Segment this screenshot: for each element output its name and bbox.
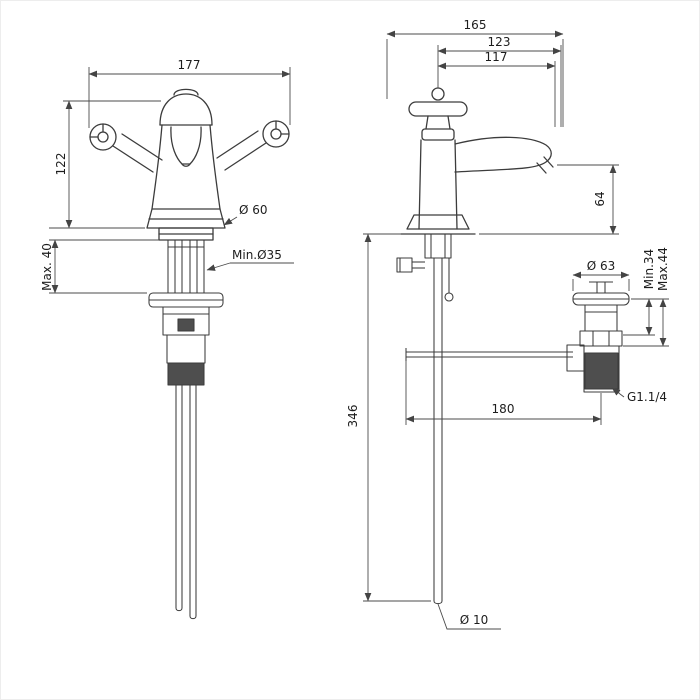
hose-drop-label: 346 <box>346 405 360 428</box>
front-dimension-lines <box>49 67 294 294</box>
front-faucet-drawing <box>89 88 290 241</box>
front-max-deck-label: Max. 40 <box>40 243 54 291</box>
side-spout-depth-label: 123 <box>488 35 511 49</box>
side-under-deck-drawing <box>396 233 573 605</box>
front-width-label: 177 <box>178 58 201 72</box>
waste-assembly-drawing <box>566 281 630 393</box>
left-handle-icon <box>89 123 163 173</box>
side-spout-height-label: 64 <box>593 191 607 206</box>
hose-diameter-label: Ø 10 <box>460 613 489 627</box>
side-total-depth-label: 165 <box>464 18 487 32</box>
deck-max-label: Max.44 <box>656 247 670 291</box>
front-base-diameter-label: Ø 60 <box>239 203 268 217</box>
side-faucet-drawing <box>400 87 554 235</box>
right-handle-icon <box>216 120 290 171</box>
front-min-hole-label: Min.Ø35 <box>232 248 282 262</box>
deck-min-label: Min.34 <box>642 249 656 289</box>
waste-offset-label: 180 <box>492 402 515 416</box>
waste-flange-diameter-label: Ø 63 <box>587 259 616 273</box>
front-shank-drawing <box>148 239 224 620</box>
side-outlet-depth-label: 117 <box>485 50 508 64</box>
front-view: 177 122 Max. 40 Ø 60 Min.Ø35 <box>40 58 294 620</box>
side-view: 165 123 117 64 Ø 63 Min.34 Max.44 346 18… <box>346 18 670 630</box>
side-dimension-lines <box>363 30 669 630</box>
front-height-label: 122 <box>54 153 68 176</box>
waste-thread-label: G1.1/4 <box>627 390 667 404</box>
